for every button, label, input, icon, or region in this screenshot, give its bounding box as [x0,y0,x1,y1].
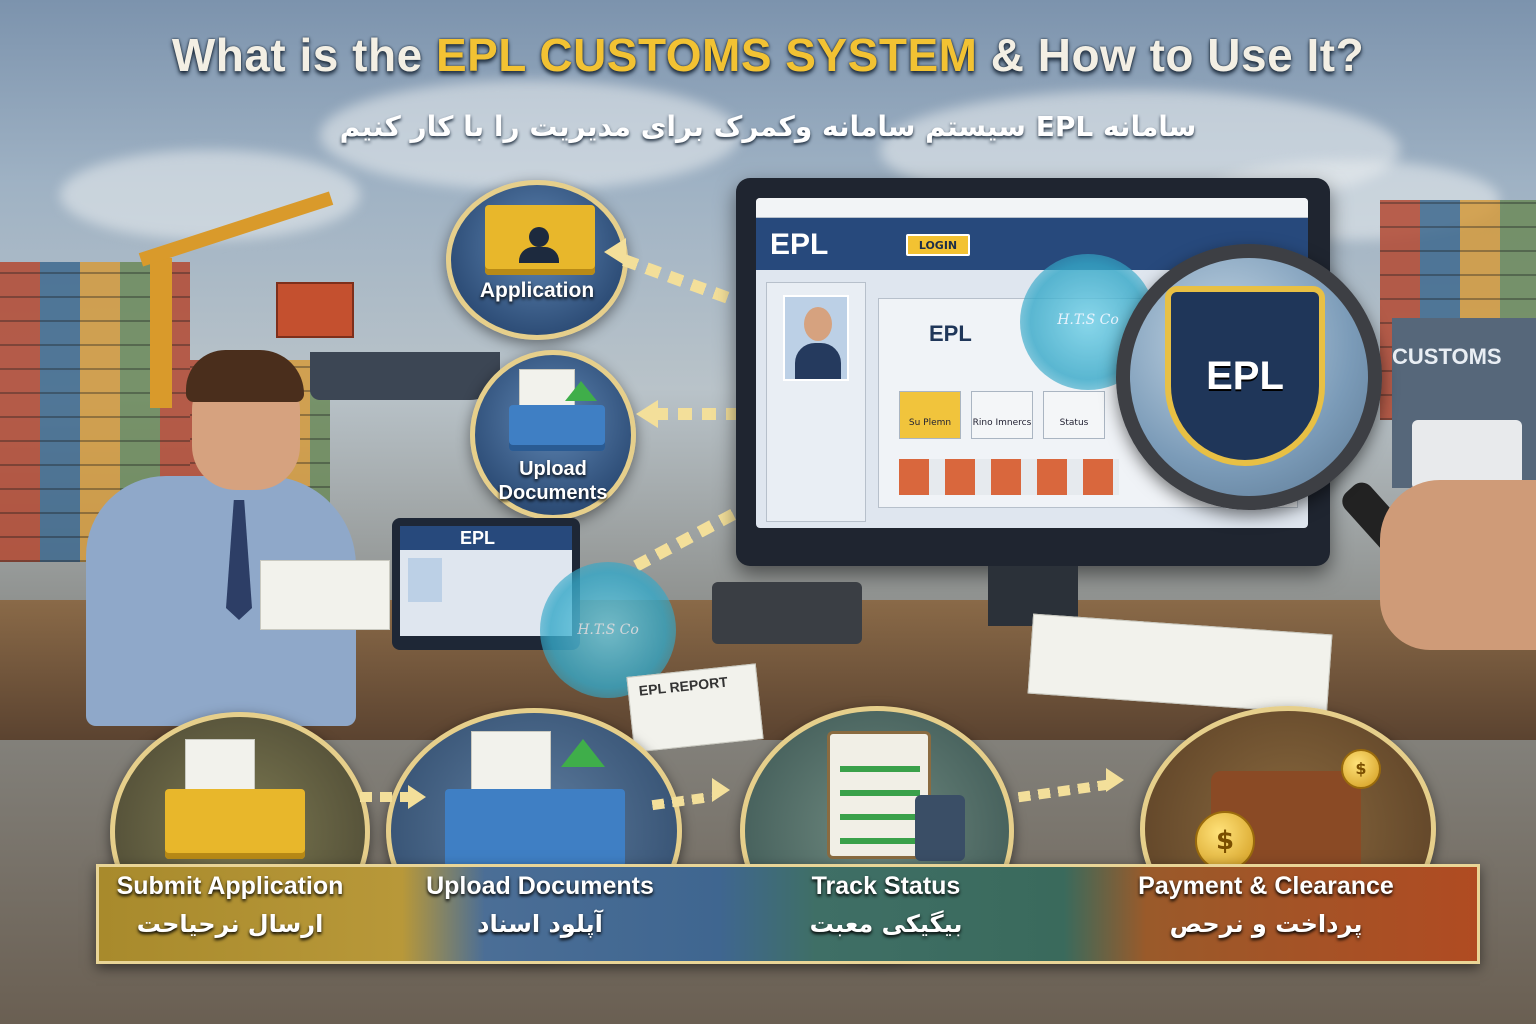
coin-icon: $ [1341,749,1381,789]
application-bubble: Application [446,180,628,340]
upload-arrow-icon [561,739,605,767]
page-title: What is the EPL CUSTOMS SYSTEM & How to … [171,29,1365,81]
arrow-right-icon [408,785,426,809]
dashed-arrow [654,408,740,420]
laptop-profile-photo [408,558,442,602]
title-highlight: EPL CUSTOMS SYSTEM [435,29,978,81]
inner-epl-logo: EPL [929,321,972,346]
paper-stack [260,560,390,630]
hand [1380,480,1536,650]
step-1-label: Submit Application [116,872,344,900]
login-button[interactable]: LOGIN [906,234,970,256]
icon-row [899,459,1119,495]
application-label: Application [479,279,595,302]
step-3-label-fa: بیگیکی معبت [809,910,963,938]
laptop: EPL [392,518,580,650]
cloud [320,80,740,190]
upload-arrow-icon [565,381,597,401]
customs-sign: CUSTOMS [1392,344,1502,369]
arrow-right-icon [712,778,730,802]
hanging-container [276,282,354,338]
laptop-epl-logo: EPL [460,528,496,548]
arrow-head-icon [604,238,626,266]
step-4-label: Payment & Clearance [1138,872,1394,900]
arrow-head-icon [636,400,658,428]
cargo-ship [310,352,500,400]
folder-icon [165,789,305,859]
coin-icon: $ [1195,811,1255,871]
truck [1412,420,1522,490]
step-3-label: Track Status [811,872,961,900]
profile-photo [783,295,849,381]
arrow-right-icon [1106,768,1124,792]
checklist-icon [827,731,931,859]
folder-user-icon [485,205,595,275]
tile-documents[interactable]: Rino Imnercs [971,391,1033,439]
epl-logo: EPL [770,228,829,261]
step-4-label-fa: پرداخت و نرحص [1169,910,1363,938]
crane-tower [150,258,172,408]
dashed-arrow [621,254,730,304]
epl-report: EPL REPORT [626,663,764,753]
epl-shield-icon: EPL [1165,286,1325,466]
step-arrow [1017,779,1109,803]
profile-sidebar [766,282,866,522]
page-subtitle: سامانه EPL سیستم سامانه وکمرک برای مدیری… [339,110,1197,143]
step-1-label-fa: ارسال نرحیاحت [136,910,324,938]
cloud [60,150,360,240]
laptop-screen: EPL [400,526,572,636]
laptop-navbar: EPL [400,526,572,550]
browser-bar [756,198,1308,218]
card-reader [712,582,862,644]
tile-submit[interactable]: Su Plemn [899,391,961,439]
step-arrow [360,792,410,802]
person-hair [186,350,304,402]
phone-icon [915,795,965,861]
tile-status[interactable]: Status [1043,391,1105,439]
folder-blue-icon [509,405,605,451]
folder-blue-icon [445,789,625,873]
step-2-label: Upload Documents [426,872,654,900]
step-2-label-fa: آپلود اسناد [477,910,603,938]
steps-band [96,864,1480,964]
